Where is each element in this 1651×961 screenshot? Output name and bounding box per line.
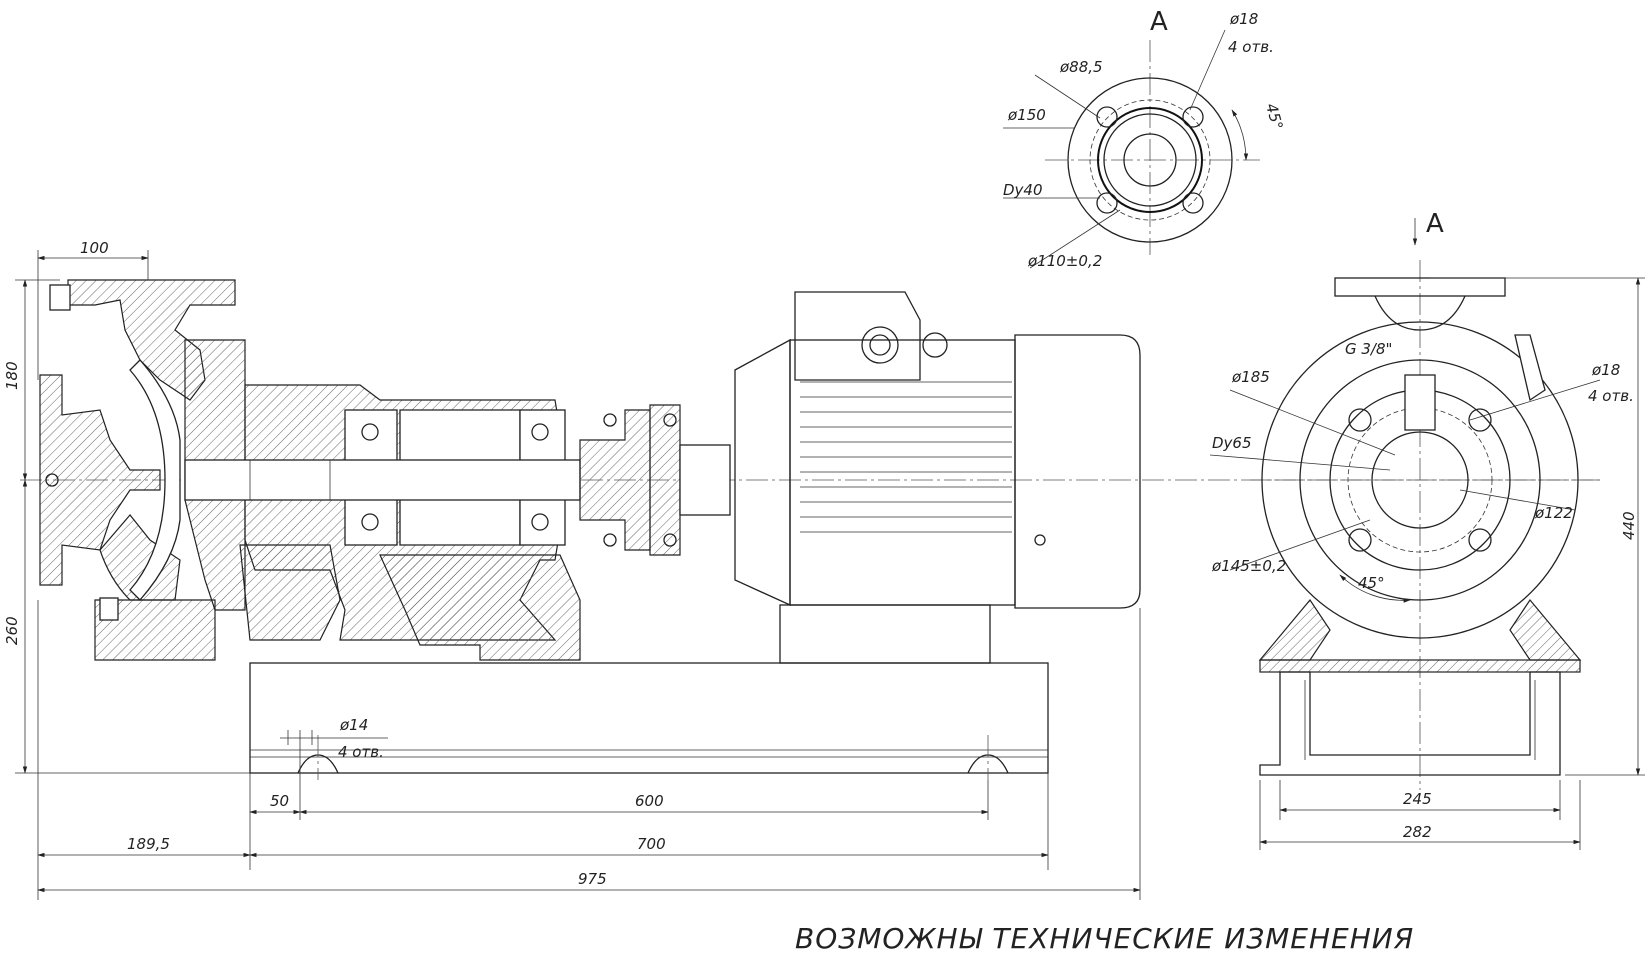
- side-foot-left: [1258, 598, 1331, 661]
- dim-700: 700: [637, 835, 666, 853]
- dim-260: 260: [3, 616, 21, 645]
- motor-fan-cover: [1014, 334, 1141, 609]
- flange-a-bore: [1123, 133, 1177, 187]
- flange-a-hole: [1096, 192, 1118, 214]
- dim-side-count: 4 отв.: [1588, 387, 1634, 405]
- main-dimensions: [15, 250, 1141, 900]
- dim-d14-count: 4 отв.: [338, 743, 384, 761]
- coupling-half-left: [579, 409, 651, 551]
- side-view: [1209, 218, 1601, 790]
- side-hole: [1468, 528, 1492, 552]
- side-bolt: [1514, 334, 1546, 402]
- motor-shaft: [679, 444, 731, 516]
- dim-side-angle: 45°: [1358, 574, 1385, 592]
- motor-support: [779, 604, 991, 664]
- side-base: [1259, 671, 1561, 776]
- main-view: [20, 279, 1600, 780]
- dim-a-d110: ø110±0,2: [1027, 252, 1102, 270]
- side-key: [1404, 374, 1436, 431]
- dim-d122: ø122: [1534, 504, 1573, 522]
- pump-suction-flange: [39, 374, 161, 586]
- flange-a-hole: [1182, 106, 1204, 128]
- coupling-half-right: [649, 404, 681, 556]
- terminal-box: [794, 291, 921, 381]
- view-a-title: A: [1150, 7, 1168, 37]
- housing-foot-left: [239, 544, 341, 641]
- dim-282: 282: [1403, 823, 1432, 841]
- dim-d14: ø14: [339, 716, 368, 734]
- side-dimensions: [1259, 277, 1645, 850]
- dim-600: 600: [635, 792, 664, 810]
- base-frame: [249, 662, 1049, 774]
- side-bore: [1371, 431, 1469, 529]
- housing-foot-right: [379, 554, 581, 661]
- bolt-top: [49, 284, 71, 311]
- side-hole: [1348, 528, 1372, 552]
- pump-shaft: [184, 459, 581, 501]
- flange-a-raised: [1097, 107, 1203, 213]
- flange-view-a: [1003, 29, 1260, 269]
- labels: A A 100 180 260 50 600 189,5 700 975 ø14…: [3, 7, 1638, 955]
- dim-a-count: 4 отв.: [1228, 38, 1274, 56]
- dim-a-d18: ø18: [1229, 10, 1258, 28]
- view-a-arrow-label: A: [1426, 209, 1444, 239]
- side-hole: [1468, 408, 1492, 432]
- dim-50: 50: [270, 792, 289, 810]
- dim-245: 245: [1403, 790, 1432, 808]
- dim-a-d88-5: ø88,5: [1059, 58, 1103, 76]
- impeller: [129, 359, 181, 601]
- side-casing-outer: [1261, 321, 1579, 639]
- dim-100: 100: [80, 239, 109, 257]
- side-casing-inner: [1299, 359, 1541, 601]
- dim-d145: ø145±0,2: [1211, 557, 1286, 575]
- side-foot-right: [1509, 598, 1582, 661]
- side-top-flange: [1334, 277, 1506, 297]
- motor-fins: [800, 381, 1012, 533]
- dim-dy65: Dy65: [1212, 434, 1252, 452]
- dim-a-d150: ø150: [1007, 106, 1046, 124]
- lifting-eye: [922, 332, 948, 358]
- dim-g38: G 3/8": [1345, 340, 1392, 358]
- flange-a-hole: [1096, 106, 1118, 128]
- bolt-bottom: [99, 597, 119, 621]
- technical-changes-note: ВОЗМОЖНЫ ТЕХНИЧЕСКИЕ ИЗМЕНЕНИЯ: [795, 922, 1414, 955]
- dim-440: 440: [1620, 511, 1638, 540]
- cable-gland: [861, 326, 899, 364]
- flange-a-hole: [1182, 192, 1204, 214]
- side-hole: [1348, 408, 1372, 432]
- motor-flange: [734, 338, 791, 607]
- dim-189-5: 189,5: [127, 835, 170, 853]
- side-foot-plate: [1259, 659, 1581, 673]
- dim-a-dy40: Dy40: [1003, 181, 1043, 199]
- dim-d185: ø185: [1231, 368, 1270, 386]
- dim-975: 975: [578, 870, 607, 888]
- dim-180: 180: [3, 361, 21, 390]
- dim-side-d18: ø18: [1591, 361, 1620, 379]
- dim-a-angle: 45°: [1262, 101, 1286, 131]
